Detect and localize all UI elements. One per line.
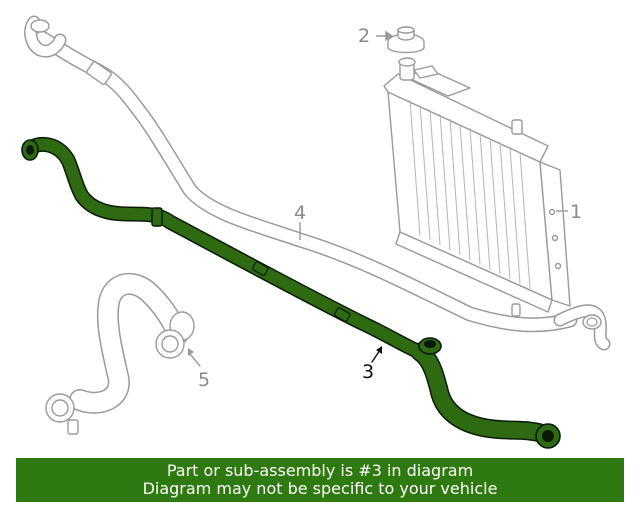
- info-banner: Part or sub-assembly is #3 in diagram Di…: [16, 458, 624, 502]
- radiator[interactable]: [383, 57, 571, 317]
- info-banner-background: [16, 458, 624, 502]
- radiator-cap[interactable]: [376, 26, 425, 54]
- callout-number-2[interactable]: 2: [358, 25, 370, 47]
- callout-number-5[interactable]: 5: [198, 369, 210, 391]
- bypass-hose[interactable]: [45, 272, 201, 435]
- lower-coolant-hose[interactable]: [21, 137, 561, 449]
- upper-coolant-pipe[interactable]: [24, 15, 611, 351]
- callout-number-4[interactable]: 4: [294, 202, 306, 224]
- callout-number-1[interactable]: 1: [570, 201, 582, 223]
- banner-disclaimer-line: Diagram may not be specific to your vehi…: [142, 479, 498, 498]
- banner-part-line: Part or sub-assembly is #3 in diagram: [166, 461, 474, 480]
- callout-number-3[interactable]: 3: [362, 361, 374, 383]
